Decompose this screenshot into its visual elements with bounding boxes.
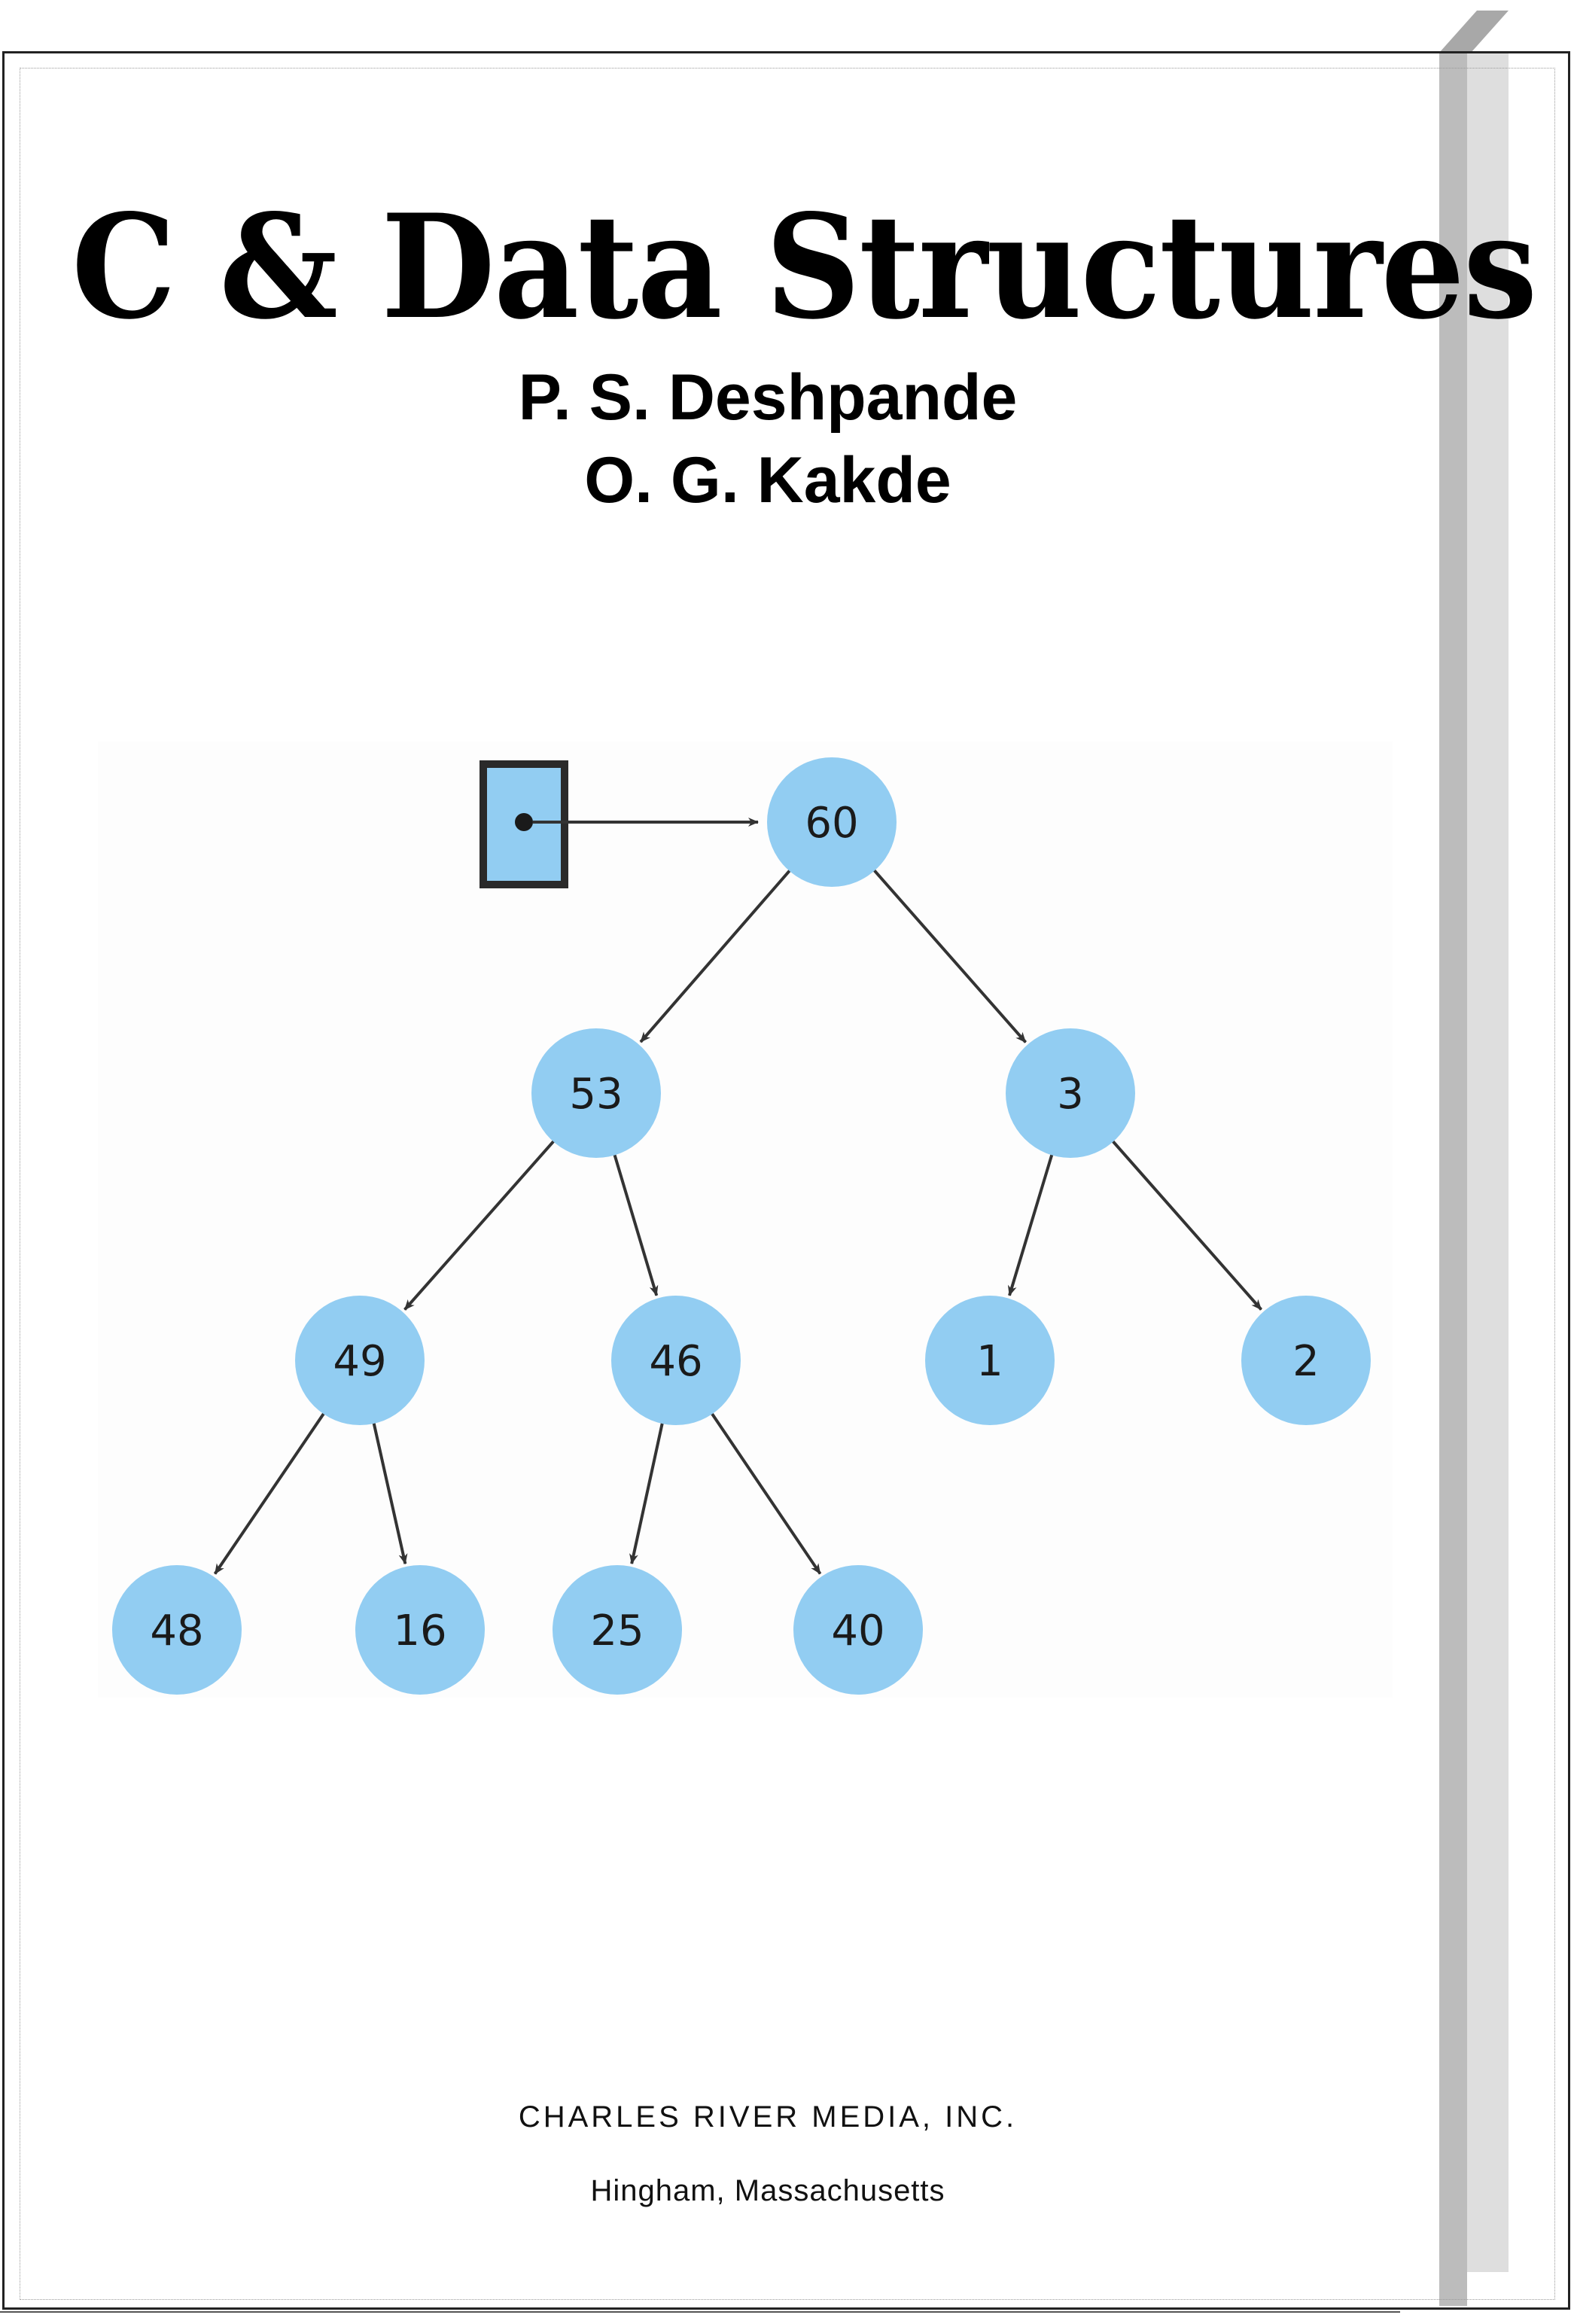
tree-node: 40 — [793, 1565, 923, 1695]
tree-node-circle — [355, 1565, 485, 1695]
tree-node-label: 1 — [976, 1337, 1003, 1386]
tree-node-label: 48 — [150, 1607, 203, 1655]
tree-diagram: 60 53 3 49 46 1 2 48 16 25 40 — [112, 757, 1371, 1695]
tree-edge — [872, 868, 1028, 1043]
book-spine — [1439, 51, 1467, 2306]
tree-node-label: 49 — [333, 1337, 386, 1386]
book-spine-edge — [1467, 51, 1509, 2272]
tree-node-circle — [531, 1028, 661, 1158]
tree-node-label: 40 — [831, 1607, 884, 1655]
tree-node-label: 3 — [1057, 1070, 1084, 1119]
tree-node-circle — [611, 1296, 741, 1425]
tree-edge — [1007, 1153, 1054, 1296]
publisher-name: CHARLES RIVER MEDIA, INC. — [518, 2100, 1018, 2134]
book-top-edge — [1439, 11, 1509, 53]
book-title: C & Data Structures — [72, 183, 1537, 351]
tree-node-label: 60 — [805, 799, 858, 848]
tree-node: 48 — [112, 1565, 242, 1695]
tree-edge — [629, 1421, 665, 1565]
tree-node-circle — [767, 757, 897, 887]
tree-node-circle — [295, 1296, 425, 1425]
author-name: O. G. Kakde — [584, 444, 951, 516]
author-name: P. S. Deshpande — [518, 361, 1018, 434]
tree-node-circle — [793, 1565, 923, 1695]
tree-node-label: 2 — [1292, 1337, 1320, 1386]
tree-edge — [710, 1412, 822, 1575]
tree-edge — [403, 1139, 556, 1311]
tree-edge — [372, 1421, 408, 1565]
tree-node: 2 — [1241, 1296, 1371, 1425]
tree-node: 3 — [1006, 1028, 1135, 1158]
tree-edge — [613, 1153, 659, 1296]
tree-node-circle — [1006, 1028, 1135, 1158]
tree-node-circle — [925, 1296, 1055, 1425]
cover-inner-border — [20, 68, 1555, 2300]
publisher-location: Hingham, Massachusetts — [590, 2174, 945, 2207]
tree-node-circle — [1241, 1296, 1371, 1425]
tree-node-label: 53 — [569, 1070, 623, 1119]
tree-node-label: 16 — [393, 1607, 446, 1655]
heap-tree-illustration: 60 53 3 49 46 1 2 48 16 25 40 — [98, 742, 1393, 1698]
tree-node: 53 — [531, 1028, 661, 1158]
cover-frame — [2, 51, 1570, 2310]
tree-node: 25 — [553, 1565, 682, 1695]
tree-edge — [639, 869, 792, 1043]
tree-node: 46 — [611, 1296, 741, 1425]
tree-node: 60 — [767, 757, 897, 887]
tree-node-label: 46 — [649, 1337, 702, 1386]
bottom-rule — [0, 2311, 1400, 2313]
tree-node: 49 — [295, 1296, 425, 1425]
tree-node-label: 25 — [590, 1607, 644, 1655]
tree-node: 1 — [925, 1296, 1055, 1425]
tree-node-circle — [553, 1565, 682, 1695]
tree-node: 16 — [355, 1565, 485, 1695]
tree-node-circle — [112, 1565, 242, 1695]
tree-edge — [213, 1412, 326, 1575]
tree-edge — [1111, 1139, 1262, 1311]
pointer-dot — [515, 813, 533, 831]
